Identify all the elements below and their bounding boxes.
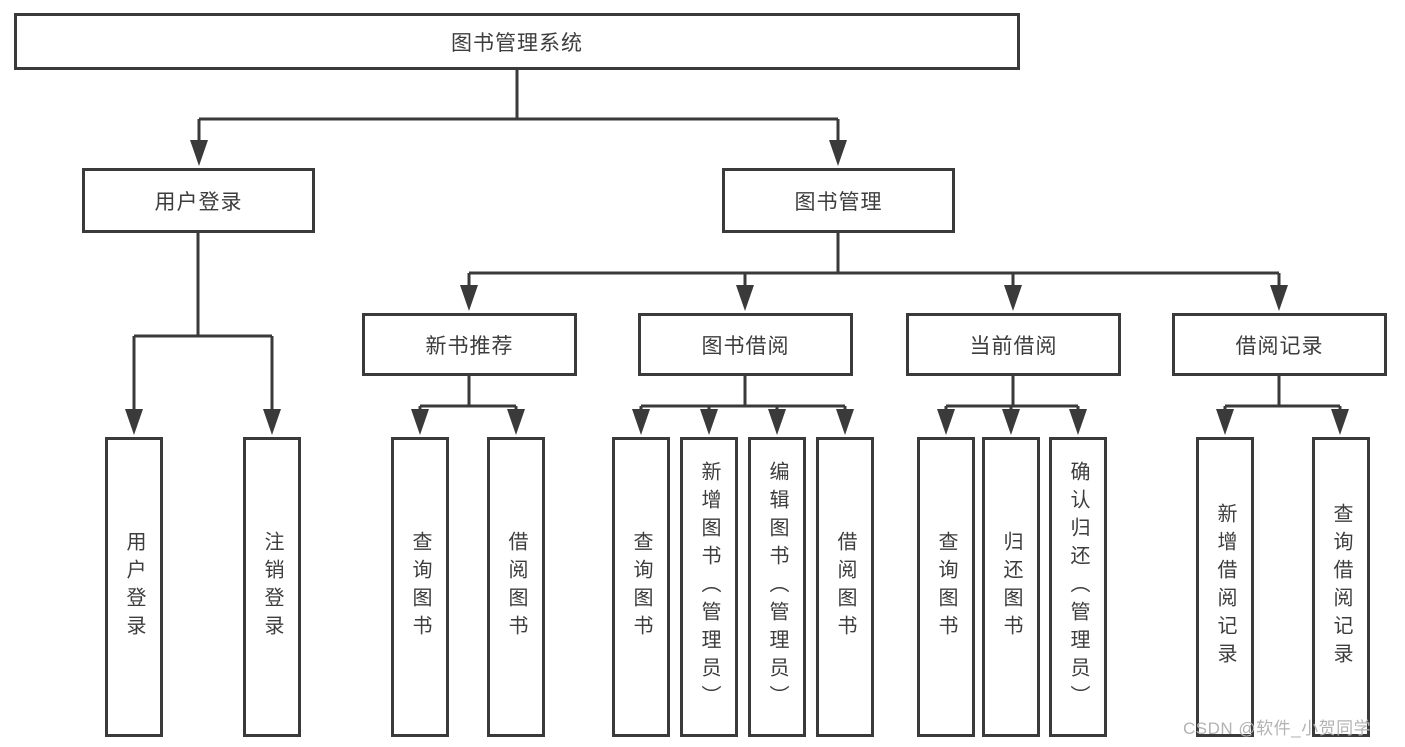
leaf-logout-login: 注销登录 bbox=[243, 437, 301, 737]
leaf-query-books-recommend: 查询图书 bbox=[391, 437, 449, 737]
node-book-management: 图书管理 bbox=[722, 168, 955, 233]
connector-book-borrow bbox=[639, 376, 847, 421]
leaf-edit-books-admin: 编辑图书（管理员） bbox=[748, 437, 806, 737]
leaf-query-borrow-record: 查询借阅记录 bbox=[1312, 437, 1370, 737]
connector-borrow-records bbox=[1223, 376, 1342, 421]
node-user-login: 用户登录 bbox=[82, 168, 315, 233]
node-current-borrow: 当前借阅 bbox=[906, 313, 1121, 376]
connector-user-login bbox=[132, 233, 274, 421]
node-library-management-system: 图书管理系统 bbox=[14, 13, 1020, 70]
leaf-query-books-borrow: 查询图书 bbox=[612, 437, 670, 737]
leaf-return-books: 归还图书 bbox=[982, 437, 1040, 737]
leaf-borrow-books-recommend: 借阅图书 bbox=[487, 437, 545, 737]
leaf-add-borrow-record: 新增借阅记录 bbox=[1196, 437, 1254, 737]
node-borrow-records: 借阅记录 bbox=[1172, 313, 1387, 376]
leaf-user-login: 用户登录 bbox=[105, 437, 163, 737]
connector-book-management bbox=[467, 233, 1281, 297]
arrowheads bbox=[125, 140, 1349, 435]
leaf-borrow-books: 借阅图书 bbox=[816, 437, 874, 737]
leaf-add-books-admin: 新增图书（管理员） bbox=[680, 437, 738, 737]
connector-root bbox=[197, 70, 840, 150]
connector-new-book-recommend bbox=[418, 376, 518, 421]
node-new-book-recommend: 新书推荐 bbox=[362, 313, 577, 376]
leaf-query-books-current: 查询图书 bbox=[917, 437, 975, 737]
watermark: CSDN @软件_小贺同学 bbox=[1183, 719, 1372, 738]
leaf-confirm-return-admin: 确认归还（管理员） bbox=[1049, 437, 1107, 737]
node-book-borrow: 图书借阅 bbox=[638, 313, 853, 376]
